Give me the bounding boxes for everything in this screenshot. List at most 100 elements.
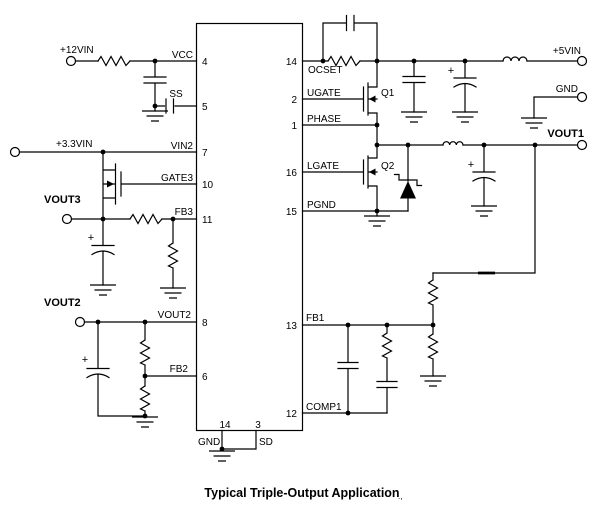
vin33-label: +3.3VIN	[56, 139, 92, 150]
pin-number-1: 1	[291, 121, 297, 132]
rail-5v: +5VIN +	[376, 46, 588, 123]
capacitor-icon	[402, 60, 426, 113]
capacitor-icon	[322, 14, 378, 62]
pin-number-11: 11	[202, 215, 213, 226]
vin12-label: +12VIN	[60, 45, 94, 56]
pin-number-5: 5	[202, 102, 208, 113]
feedback-network	[301, 144, 536, 416]
ground-icon	[470, 205, 498, 217]
rc-series-icon	[376, 324, 398, 414]
gnd-terminal	[576, 91, 588, 103]
caption: Typical Triple-Output Application	[204, 486, 399, 500]
pin-number-13: 13	[286, 321, 298, 332]
vin5-label: +5VIN	[553, 46, 581, 57]
polar-capacitor-icon	[472, 144, 496, 207]
ground-icon	[400, 111, 428, 123]
resistor-icon	[139, 321, 151, 377]
pin-label-fb3: FB3	[175, 207, 194, 218]
mosfet-arrow-icon	[107, 180, 114, 188]
pin-number-15: 15	[286, 207, 298, 218]
pin-number-14: 14	[286, 57, 298, 68]
ground-icon	[363, 215, 391, 227]
pin-label-fb1: FB1	[306, 313, 325, 324]
pin-label-ss: SS	[169, 89, 183, 100]
ground-icon	[131, 416, 159, 428]
vin2-branch: +3.3VIN	[9, 139, 198, 158]
ss-capacitor-icon	[154, 98, 198, 114]
ground-icon	[208, 450, 236, 462]
vout3-terminal	[61, 213, 73, 225]
pin-number-10: 10	[202, 180, 214, 191]
vout2-label: VOUT2	[44, 297, 81, 309]
pin-number-16: 16	[286, 168, 298, 179]
junction-dot	[405, 142, 411, 148]
pin-label-phase: PHASE	[307, 114, 341, 125]
mosfet-q2: Q2	[301, 144, 395, 212]
junction-dot	[374, 122, 380, 128]
gnd-terminal-branch: GND	[520, 84, 588, 129]
resistor-icon	[427, 272, 439, 326]
pin-label-comp1: COMP1	[306, 402, 342, 413]
inductor-icon	[442, 141, 464, 146]
inductor-icon	[502, 56, 528, 62]
vout1-label: VOUT1	[547, 128, 584, 140]
vout1-terminal	[576, 139, 588, 151]
wire	[533, 96, 579, 119]
ic-outline	[195, 22, 304, 432]
q2-label: Q2	[381, 161, 395, 172]
pin-number-8: 8	[202, 318, 208, 329]
pin-label-vin2: VIN2	[171, 141, 194, 152]
mosfet-arrow-icon	[369, 95, 376, 103]
ground-icon	[419, 375, 447, 387]
ground-icon	[89, 284, 117, 296]
pin-label-lgate: LGATE	[307, 161, 339, 172]
ic-body: 4 5 7 10 11 8 6 VCC SS VIN2 GATE3 FB3 VO…	[158, 22, 342, 462]
pin-label-gnd-bottom: GND	[198, 437, 220, 448]
polar-capacitor-icon	[91, 218, 115, 286]
resistor-icon	[139, 375, 151, 417]
polar-capacitor-icon	[453, 60, 477, 113]
gnd-sd-wire	[221, 429, 257, 450]
pin-number-3-bottom: 3	[255, 420, 261, 431]
pin-label-ocset: OCSET	[308, 65, 342, 76]
junction-dot	[374, 142, 380, 148]
resistor-icon	[427, 324, 439, 377]
resistor-icon	[327, 55, 361, 67]
pin-number-6: 6	[202, 372, 208, 383]
pin-label-vcc: VCC	[172, 50, 193, 61]
gnd-label: GND	[556, 84, 578, 95]
vin33-terminal	[9, 146, 21, 158]
resistor-icon	[167, 218, 179, 289]
capacitor-icon	[337, 324, 359, 414]
ground-icon	[141, 110, 169, 122]
mosfet-arrow-icon	[369, 168, 376, 176]
mosfet-q1: Q1	[301, 60, 395, 126]
pin-number-7: 7	[202, 148, 208, 159]
resistor-icon	[129, 213, 163, 225]
caption-suffix: .,	[398, 492, 402, 501]
vout1-rail: VOUT1 +	[374, 128, 588, 217]
vout3-branch: VOUT3 +	[44, 194, 198, 299]
pin-label-ugate: UGATE	[307, 88, 341, 99]
capacitor-icon	[143, 60, 167, 107]
pin-label-pgnd: PGND	[307, 200, 336, 211]
polarity-plus: +	[88, 232, 94, 244]
pin-number-4: 4	[202, 57, 208, 68]
vin5-terminal	[576, 55, 588, 67]
pgnd-branch	[301, 208, 409, 227]
mosfet-q3	[102, 151, 198, 220]
pin-label-sd-bottom: SD	[259, 437, 273, 448]
pin-number-12: 12	[286, 409, 298, 420]
polarity-plus: +	[468, 159, 474, 171]
polarity-plus: +	[82, 354, 88, 366]
ground-icon	[520, 117, 548, 129]
phase-wire	[301, 122, 380, 146]
vout2-terminal	[74, 316, 86, 328]
resistor-icon	[97, 55, 131, 67]
ground-icon	[159, 287, 187, 299]
ground-icon	[451, 111, 479, 123]
pin-number-14-bottom: 14	[219, 420, 231, 431]
wire	[301, 124, 378, 146]
